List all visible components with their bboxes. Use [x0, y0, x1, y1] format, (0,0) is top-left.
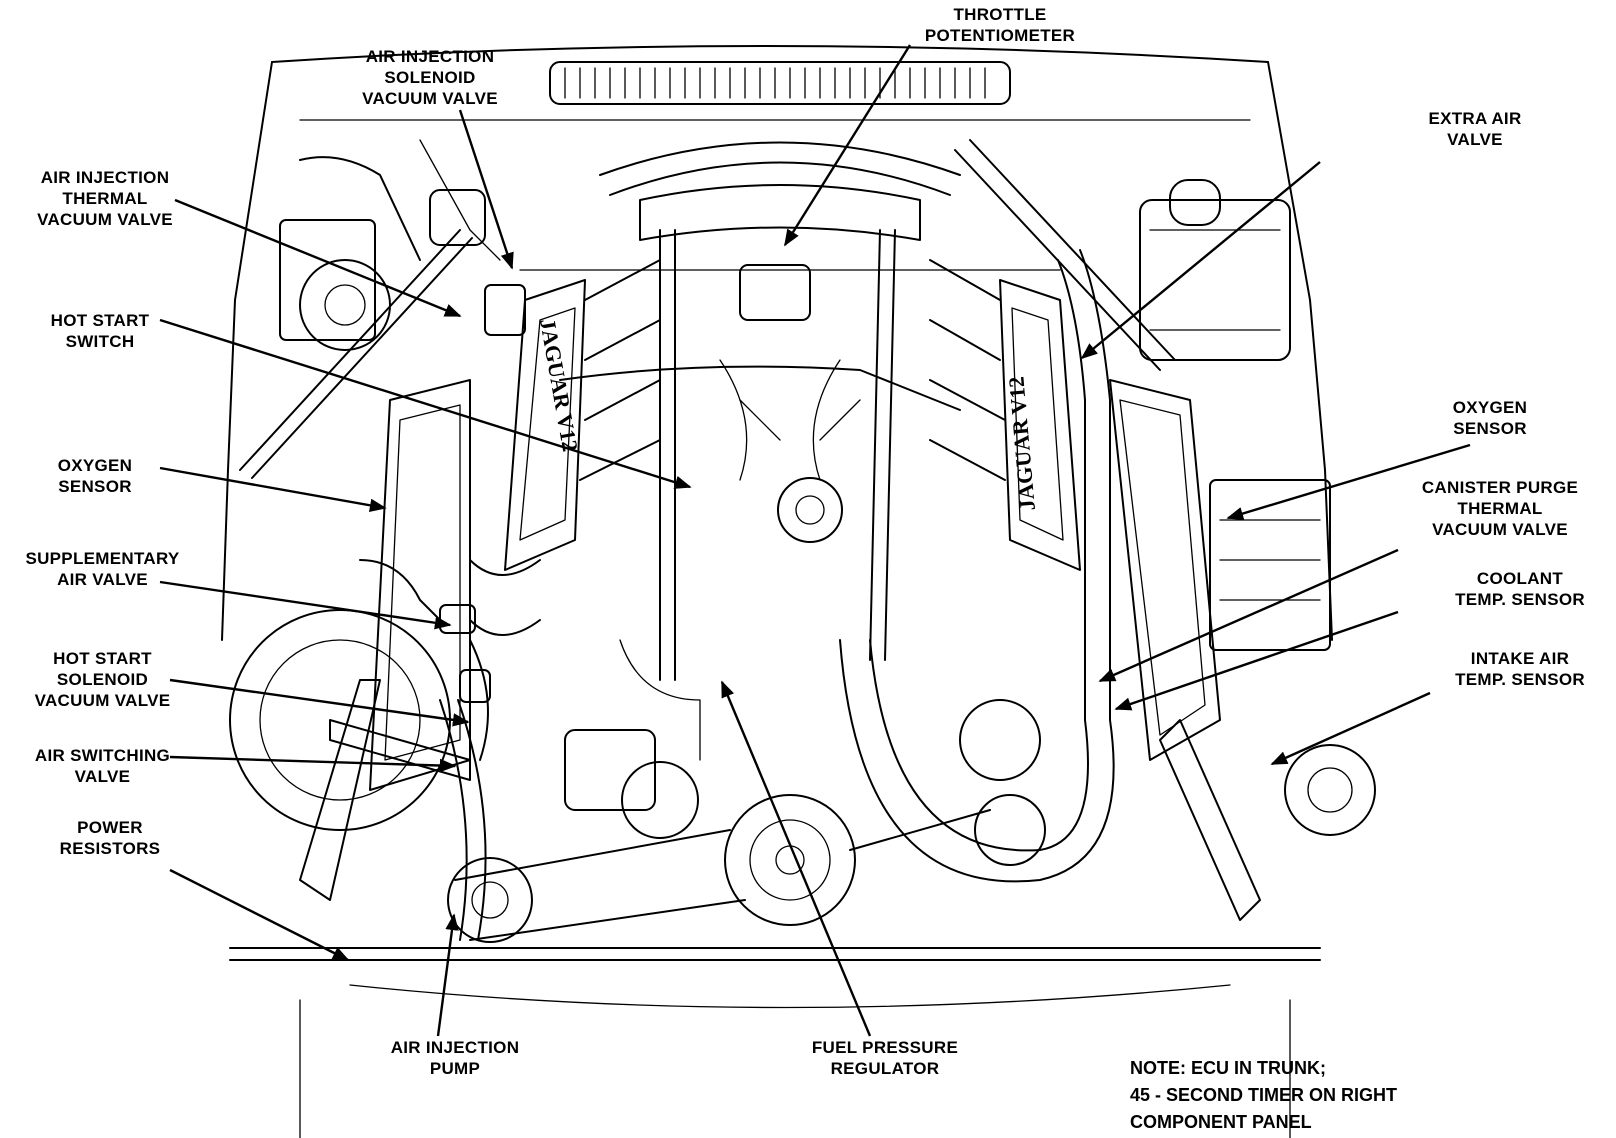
leader-power-resistors: [169, 868, 350, 962]
leader-extra-air-valve: [1080, 161, 1321, 360]
left-hoses: [359, 284, 526, 761]
label-extra-air-valve: EXTRA AIR VALVE: [1428, 109, 1522, 149]
left-plenum-badge: JAGUAR V12: [535, 317, 583, 454]
leader-air-injection-pump: [436, 913, 459, 1037]
leader-coolant-temp-sensor: [1114, 610, 1399, 711]
throttle-body-area: [519, 184, 1061, 543]
vehicle-body-outline: [221, 45, 1333, 1138]
label-fuel-pressure-regulator: FUEL PRESSURE REGULATOR: [811, 1038, 959, 1078]
leader-lines: [159, 44, 1471, 1037]
leader-oxygen-sensor-right: [1226, 443, 1471, 521]
leader-air-switching-valve: [169, 755, 457, 773]
label-hot-start-solenoid-vacuum-valve: HOT START SOLENOID VACUUM VALVE: [34, 649, 171, 710]
right-firewall-components: [954, 139, 1331, 651]
leader-intake-air-temp-sensor: [1270, 691, 1431, 766]
left-intake-plenum: [469, 259, 661, 636]
leader-air-injection-solenoid: [458, 109, 514, 270]
front-pulleys-and-belts: [447, 639, 1046, 943]
coolant-hose-loop: [439, 141, 1115, 941]
label-power-resistors: POWER RESISTORS: [59, 818, 161, 858]
leader-supplementary-air-valve: [159, 580, 452, 630]
label-canister-purge-thermal-vacuum-valve: CANISTER PURGE THERMAL VACUUM VALVE: [1421, 478, 1579, 539]
label-throttle-potentiometer: THROTTLE POTENTIOMETER: [924, 5, 1076, 45]
cowl-vent-grille: [549, 61, 1011, 105]
label-air-injection-pump: AIR INJECTION PUMP: [390, 1038, 520, 1078]
fuel-rails: [559, 229, 961, 681]
leader-oxygen-sensor-left: [159, 466, 387, 512]
left-cam-cover: [329, 379, 471, 791]
label-intake-air-temp-sensor: INTAKE AIR TEMP. SENSOR: [1455, 649, 1585, 689]
leader-air-injection-thermal: [174, 198, 462, 318]
label-air-switching-valve: AIR SWITCHING VALVE: [34, 746, 171, 786]
label-air-injection-solenoid-vacuum-valve: AIR INJECTION SOLENOID VACUUM VALVE: [362, 47, 498, 108]
label-oxygen-sensor-left: OXYGEN SENSOR: [57, 456, 133, 496]
leader-fuel-pressure-regulator: [720, 680, 872, 1037]
leader-throttle-potentiometer: [783, 44, 912, 247]
label-supplementary-air-valve: SUPPLEMENTARY AIR VALVE: [25, 549, 180, 589]
leader-canister-purge: [1098, 548, 1399, 683]
label-coolant-temp-sensor: COOLANT TEMP. SENSOR: [1455, 569, 1585, 609]
label-air-injection-thermal-vacuum-valve: AIR INJECTION THERMAL VACUUM VALVE: [37, 168, 173, 229]
left-firewall-components: [239, 139, 501, 479]
leader-hot-start-solenoid: [169, 678, 470, 727]
ecu-location-note: NOTE: ECU IN TRUNK; 45 - SECOND TIMER ON…: [1130, 1058, 1398, 1132]
label-oxygen-sensor-right: OXYGEN SENSOR: [1452, 398, 1528, 438]
leader-hot-start-switch: [159, 318, 692, 489]
right-cam-cover: [1109, 379, 1221, 761]
right-intake-plenum: [929, 259, 1081, 571]
label-hot-start-switch: HOT START SWITCH: [50, 311, 150, 351]
